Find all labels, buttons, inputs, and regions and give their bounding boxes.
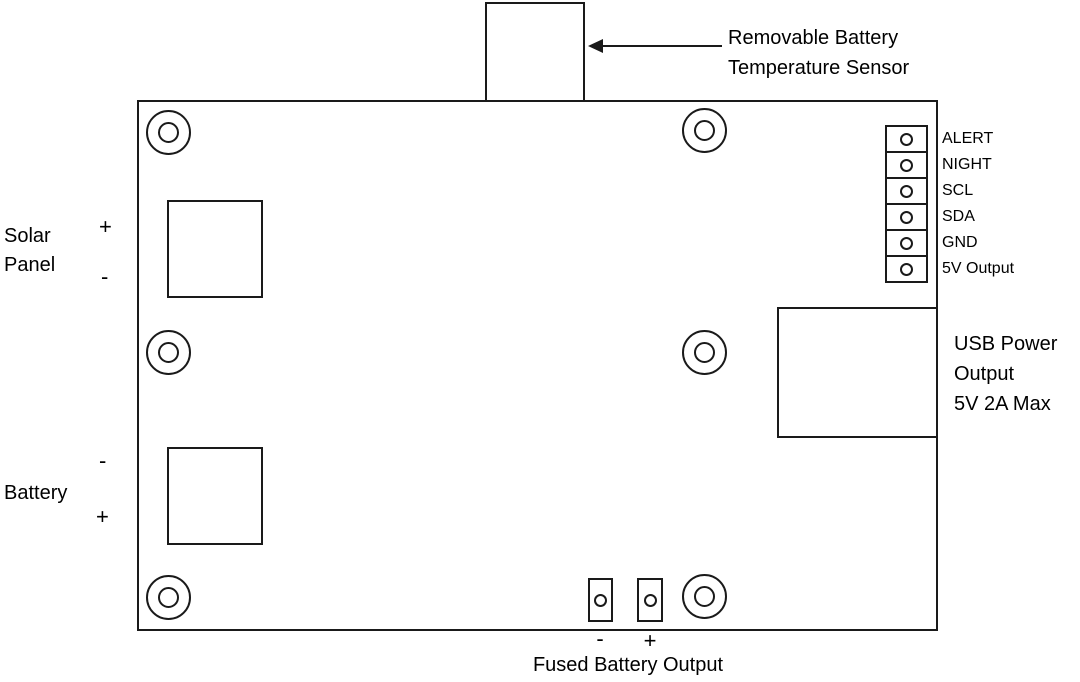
- pin-label-gnd: GND: [942, 234, 978, 251]
- pin-header: ALERT NIGHT SCL SDA GND 5V Output: [885, 125, 1014, 283]
- mounting-hole-inner: [694, 342, 715, 363]
- mounting-hole-inner: [694, 586, 715, 607]
- usb-label-line1: USB Power: [954, 333, 1058, 355]
- pin-hole-icon: [900, 262, 913, 276]
- usb-label: USB Power Output 5V 2A Max: [954, 329, 1057, 419]
- pin-row: NIGHT: [885, 151, 1014, 179]
- pin-hole-icon: [900, 210, 913, 224]
- mounting-hole-inner: [158, 587, 179, 608]
- battery-plus-sign: +: [96, 504, 109, 529]
- pin-cell: [885, 177, 928, 205]
- fused-pad-positive: [637, 578, 663, 622]
- arrow-left-icon: [588, 39, 603, 53]
- pin-row: 5V Output: [885, 255, 1014, 283]
- mounting-hole: [682, 330, 727, 375]
- temp-sensor-label-line1: Removable Battery: [728, 27, 899, 49]
- battery-minus-sign: -: [99, 448, 107, 473]
- mounting-hole: [682, 108, 727, 153]
- fused-minus-sign: -: [596, 626, 604, 651]
- pin-cell: [885, 203, 928, 231]
- pin-hole-icon: [900, 236, 913, 250]
- pin-row: SCL: [885, 177, 1014, 205]
- pin-hole-icon: [900, 132, 913, 146]
- pin-cell: [885, 151, 928, 179]
- mounting-hole-inner: [158, 342, 179, 363]
- pin-label-night: NIGHT: [942, 156, 992, 173]
- usb-label-line2: Output: [954, 363, 1015, 385]
- mounting-hole: [682, 574, 727, 619]
- pin-label-alert: ALERT: [942, 130, 994, 147]
- fused-output-label: Fused Battery Output: [532, 654, 724, 676]
- temp-sensor-connector: [485, 2, 585, 102]
- pin-cell: [885, 125, 928, 153]
- solar-minus-sign: -: [101, 264, 109, 289]
- usb-label-line3: 5V 2A Max: [954, 393, 1051, 415]
- pin-row: SDA: [885, 203, 1014, 231]
- mounting-hole: [146, 110, 191, 155]
- solar-plus-sign: +: [99, 214, 112, 239]
- solar-panel-label-line2: Panel: [4, 254, 56, 276]
- pin-row: GND: [885, 229, 1014, 257]
- temp-sensor-label: Removable Battery Temperature Sensor: [728, 23, 909, 83]
- usb-connector: [777, 307, 938, 438]
- mounting-hole-inner: [158, 122, 179, 143]
- solar-panel-label-line1: Solar: [4, 225, 51, 247]
- pin-hole-icon: [900, 158, 913, 172]
- temp-sensor-label-line2: Temperature Sensor: [728, 57, 910, 79]
- pin-cell: [885, 255, 928, 283]
- fused-plus-sign: +: [643, 628, 657, 653]
- pin-label-scl: SCL: [942, 182, 974, 199]
- arrow-line: [600, 45, 722, 47]
- mounting-hole: [146, 575, 191, 620]
- mounting-hole-inner: [694, 120, 715, 141]
- battery-connector: [167, 447, 263, 545]
- pin-label-5v-output: 5V Output: [942, 260, 1015, 277]
- pad-hole-icon: [594, 593, 607, 607]
- solar-panel-connector: [167, 200, 263, 298]
- pin-hole-icon: [900, 184, 913, 198]
- solar-panel-label: Solar Panel: [4, 222, 55, 280]
- pad-hole-icon: [643, 593, 657, 607]
- fused-pad-negative: [588, 578, 613, 622]
- battery-label: Battery: [4, 482, 68, 504]
- mounting-hole: [146, 330, 191, 375]
- pin-cell: [885, 229, 928, 257]
- pin-row: ALERT: [885, 125, 1014, 153]
- pin-label-sda: SDA: [942, 208, 975, 225]
